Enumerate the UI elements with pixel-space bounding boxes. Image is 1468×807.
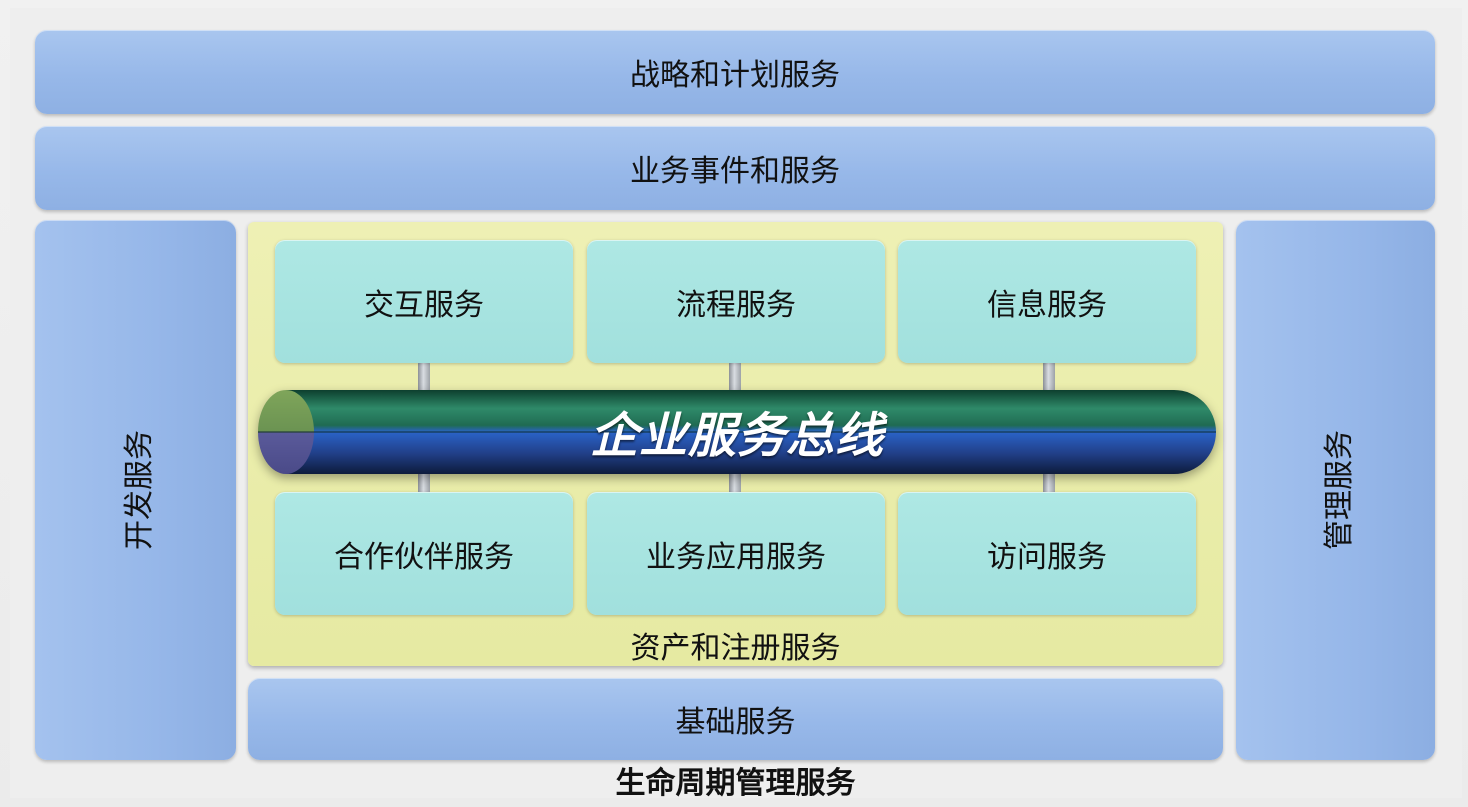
bus-connector: [1043, 362, 1055, 392]
business-app-services-box: 业务应用服务: [587, 492, 885, 615]
asset-registry-label: 资产和注册服务: [630, 631, 841, 666]
bus-connector: [418, 472, 430, 494]
enterprise-service-bus: [258, 390, 1216, 474]
process-services-label: 流程服务: [676, 287, 796, 323]
partner-services-label: 合作伙伴服务: [334, 539, 514, 575]
strategy-planning-label: 战略和计划服务: [630, 58, 840, 93]
bus-connector: [729, 472, 741, 494]
information-services-box: 信息服务: [898, 240, 1196, 363]
bus-connector: [729, 362, 741, 392]
lifecycle-management-label: 生命周期管理服务: [615, 766, 856, 801]
enterprise-service-bus-label: 企业服务总线: [589, 408, 884, 464]
foundation-services-bar: 基础服务: [248, 678, 1223, 760]
strategy-planning-bar: 战略和计划服务: [35, 30, 1435, 114]
interaction-services-box: 交互服务: [275, 240, 573, 363]
development-services-bar: 开发服务: [35, 220, 236, 760]
process-services-box: 流程服务: [587, 240, 885, 363]
business-app-services-label: 业务应用服务: [646, 539, 826, 575]
development-services-label: 开发服务: [121, 430, 157, 550]
management-services-bar: 管理服务: [1236, 220, 1435, 760]
partner-services-box: 合作伙伴服务: [275, 492, 573, 615]
foundation-services-label: 基础服务: [675, 705, 796, 740]
management-services-label: 管理服务: [1321, 430, 1357, 550]
business-events-label: 业务事件和服务: [630, 154, 840, 189]
access-services-box: 访问服务: [898, 492, 1196, 615]
bus-connector: [418, 362, 430, 392]
access-services-label: 访问服务: [987, 539, 1107, 575]
information-services-label: 信息服务: [987, 287, 1107, 323]
business-events-bar: 业务事件和服务: [35, 126, 1435, 210]
interaction-services-label: 交互服务: [364, 287, 484, 323]
bus-connector: [1043, 472, 1055, 494]
